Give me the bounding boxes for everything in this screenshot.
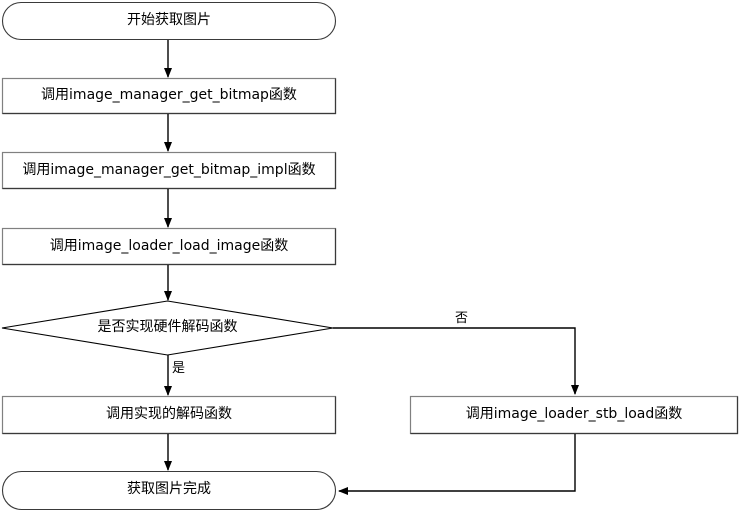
- node-call-implemented-decoder[interactable]: [1, 395, 337, 435]
- node-call-get-bitmap-impl[interactable]: [1, 151, 337, 190]
- node-call-stb-load[interactable]: [409, 395, 739, 435]
- edge-stb-to-end: [338, 434, 576, 495]
- node-call-loader-load-image[interactable]: [1, 227, 337, 266]
- node-start[interactable]: [1, 1, 337, 41]
- node-call-get-bitmap[interactable]: [1, 77, 337, 115]
- edge-decision-no: [333, 327, 579, 395]
- node-decision-hw-decode[interactable]: [1, 300, 334, 356]
- node-end[interactable]: [1, 470, 337, 511]
